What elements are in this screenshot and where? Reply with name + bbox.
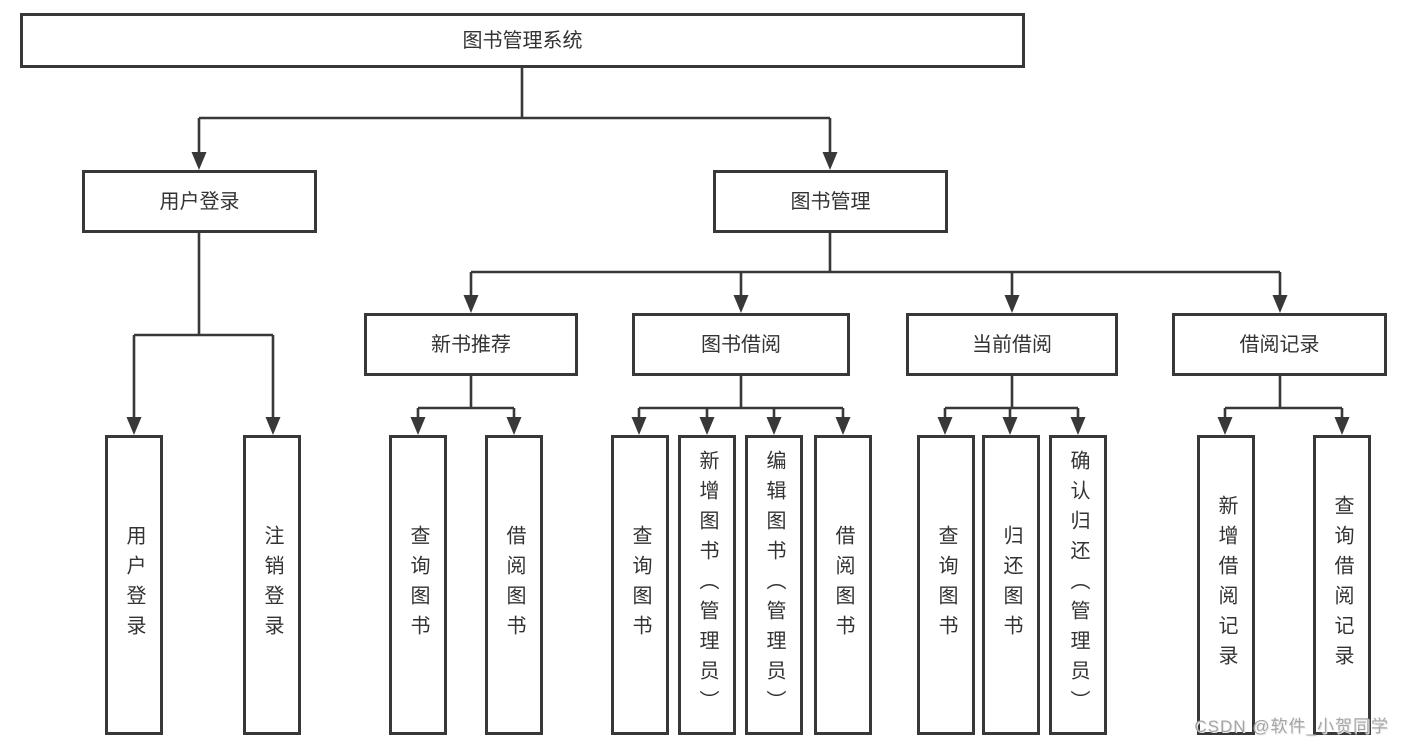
leaf-confirm-return-admin: 确认归还（管理员） <box>1049 435 1107 735</box>
arrowheads <box>126 152 1350 435</box>
node-user-login: 用户登录 <box>82 170 317 233</box>
node-label: 借阅图书 <box>503 525 525 645</box>
leaf-return-books: 归还图书 <box>982 435 1040 735</box>
leaf-query-borrow-record: 查询借阅记录 <box>1313 435 1371 735</box>
leaf-logout: 注销登录 <box>243 435 301 735</box>
leaf-query-books-1: 查询图书 <box>389 435 447 735</box>
arrow-icon <box>835 417 851 435</box>
node-label: 新书推荐 <box>431 333 511 356</box>
node-label: 查询借阅记录 <box>1331 495 1353 675</box>
arrow-icon <box>410 417 426 435</box>
node-label: 借阅图书 <box>832 525 854 645</box>
arrow-icon <box>631 417 647 435</box>
node-label: 用户登录 <box>159 190 240 213</box>
arrow-icon <box>699 417 715 435</box>
arrow-icon <box>766 417 782 435</box>
node-label: 查询图书 <box>407 525 429 645</box>
node-root-library-system: 图书管理系统 <box>20 13 1025 68</box>
leaf-edit-books-admin: 编辑图书（管理员） <box>745 435 803 735</box>
node-book-borrowing: 图书借阅 <box>632 313 850 376</box>
leaf-add-borrow-record: 新增借阅记录 <box>1197 435 1255 735</box>
node-current-borrowing: 当前借阅 <box>906 313 1118 376</box>
arrow-icon <box>191 152 207 170</box>
arrow-icon <box>506 417 522 435</box>
node-book-management: 图书管理 <box>713 170 948 233</box>
node-label: 归还图书 <box>1000 525 1022 645</box>
leaf-borrow-books-1: 借阅图书 <box>485 435 543 735</box>
node-label: 查询图书 <box>629 525 651 645</box>
node-label: 当前借阅 <box>972 333 1052 356</box>
leaf-query-books-2: 查询图书 <box>611 435 669 735</box>
arrow-icon <box>1334 417 1350 435</box>
arrow-icon <box>265 417 281 435</box>
node-label: 借阅记录 <box>1239 333 1320 356</box>
arrow-icon <box>1272 295 1288 313</box>
arrow-icon <box>1004 295 1020 313</box>
node-label: 确认归还（管理员） <box>1067 450 1089 720</box>
node-label: 图书管理 <box>790 190 871 213</box>
leaf-add-books-admin: 新增图书（管理员） <box>678 435 736 735</box>
arrow-icon <box>937 417 953 435</box>
arrow-icon <box>733 295 749 313</box>
leaf-borrow-books-2: 借阅图书 <box>814 435 872 735</box>
node-label: 图书管理系统 <box>462 29 583 52</box>
node-borrowing-records: 借阅记录 <box>1172 313 1387 376</box>
node-label: 用户登录 <box>123 525 145 645</box>
arrow-icon <box>1217 417 1233 435</box>
arrow-icon <box>126 417 142 435</box>
arrow-icon <box>1070 417 1086 435</box>
node-label: 查询图书 <box>935 525 957 645</box>
arrow-icon <box>822 152 838 170</box>
arrow-icon <box>1002 417 1018 435</box>
node-label: 图书借阅 <box>701 333 781 356</box>
csdn-watermark: CSDN @软件_小贺同学 <box>1194 717 1389 736</box>
leaf-user-login: 用户登录 <box>105 435 163 735</box>
node-label: 新增借阅记录 <box>1215 495 1237 675</box>
node-new-book-recommend: 新书推荐 <box>364 313 578 376</box>
node-label: 编辑图书（管理员） <box>763 450 785 720</box>
node-label: 新增图书（管理员） <box>696 450 718 720</box>
arrow-icon <box>463 295 479 313</box>
connector-path <box>132 68 1344 419</box>
leaf-query-books-3: 查询图书 <box>917 435 975 735</box>
node-label: 注销登录 <box>261 525 283 645</box>
